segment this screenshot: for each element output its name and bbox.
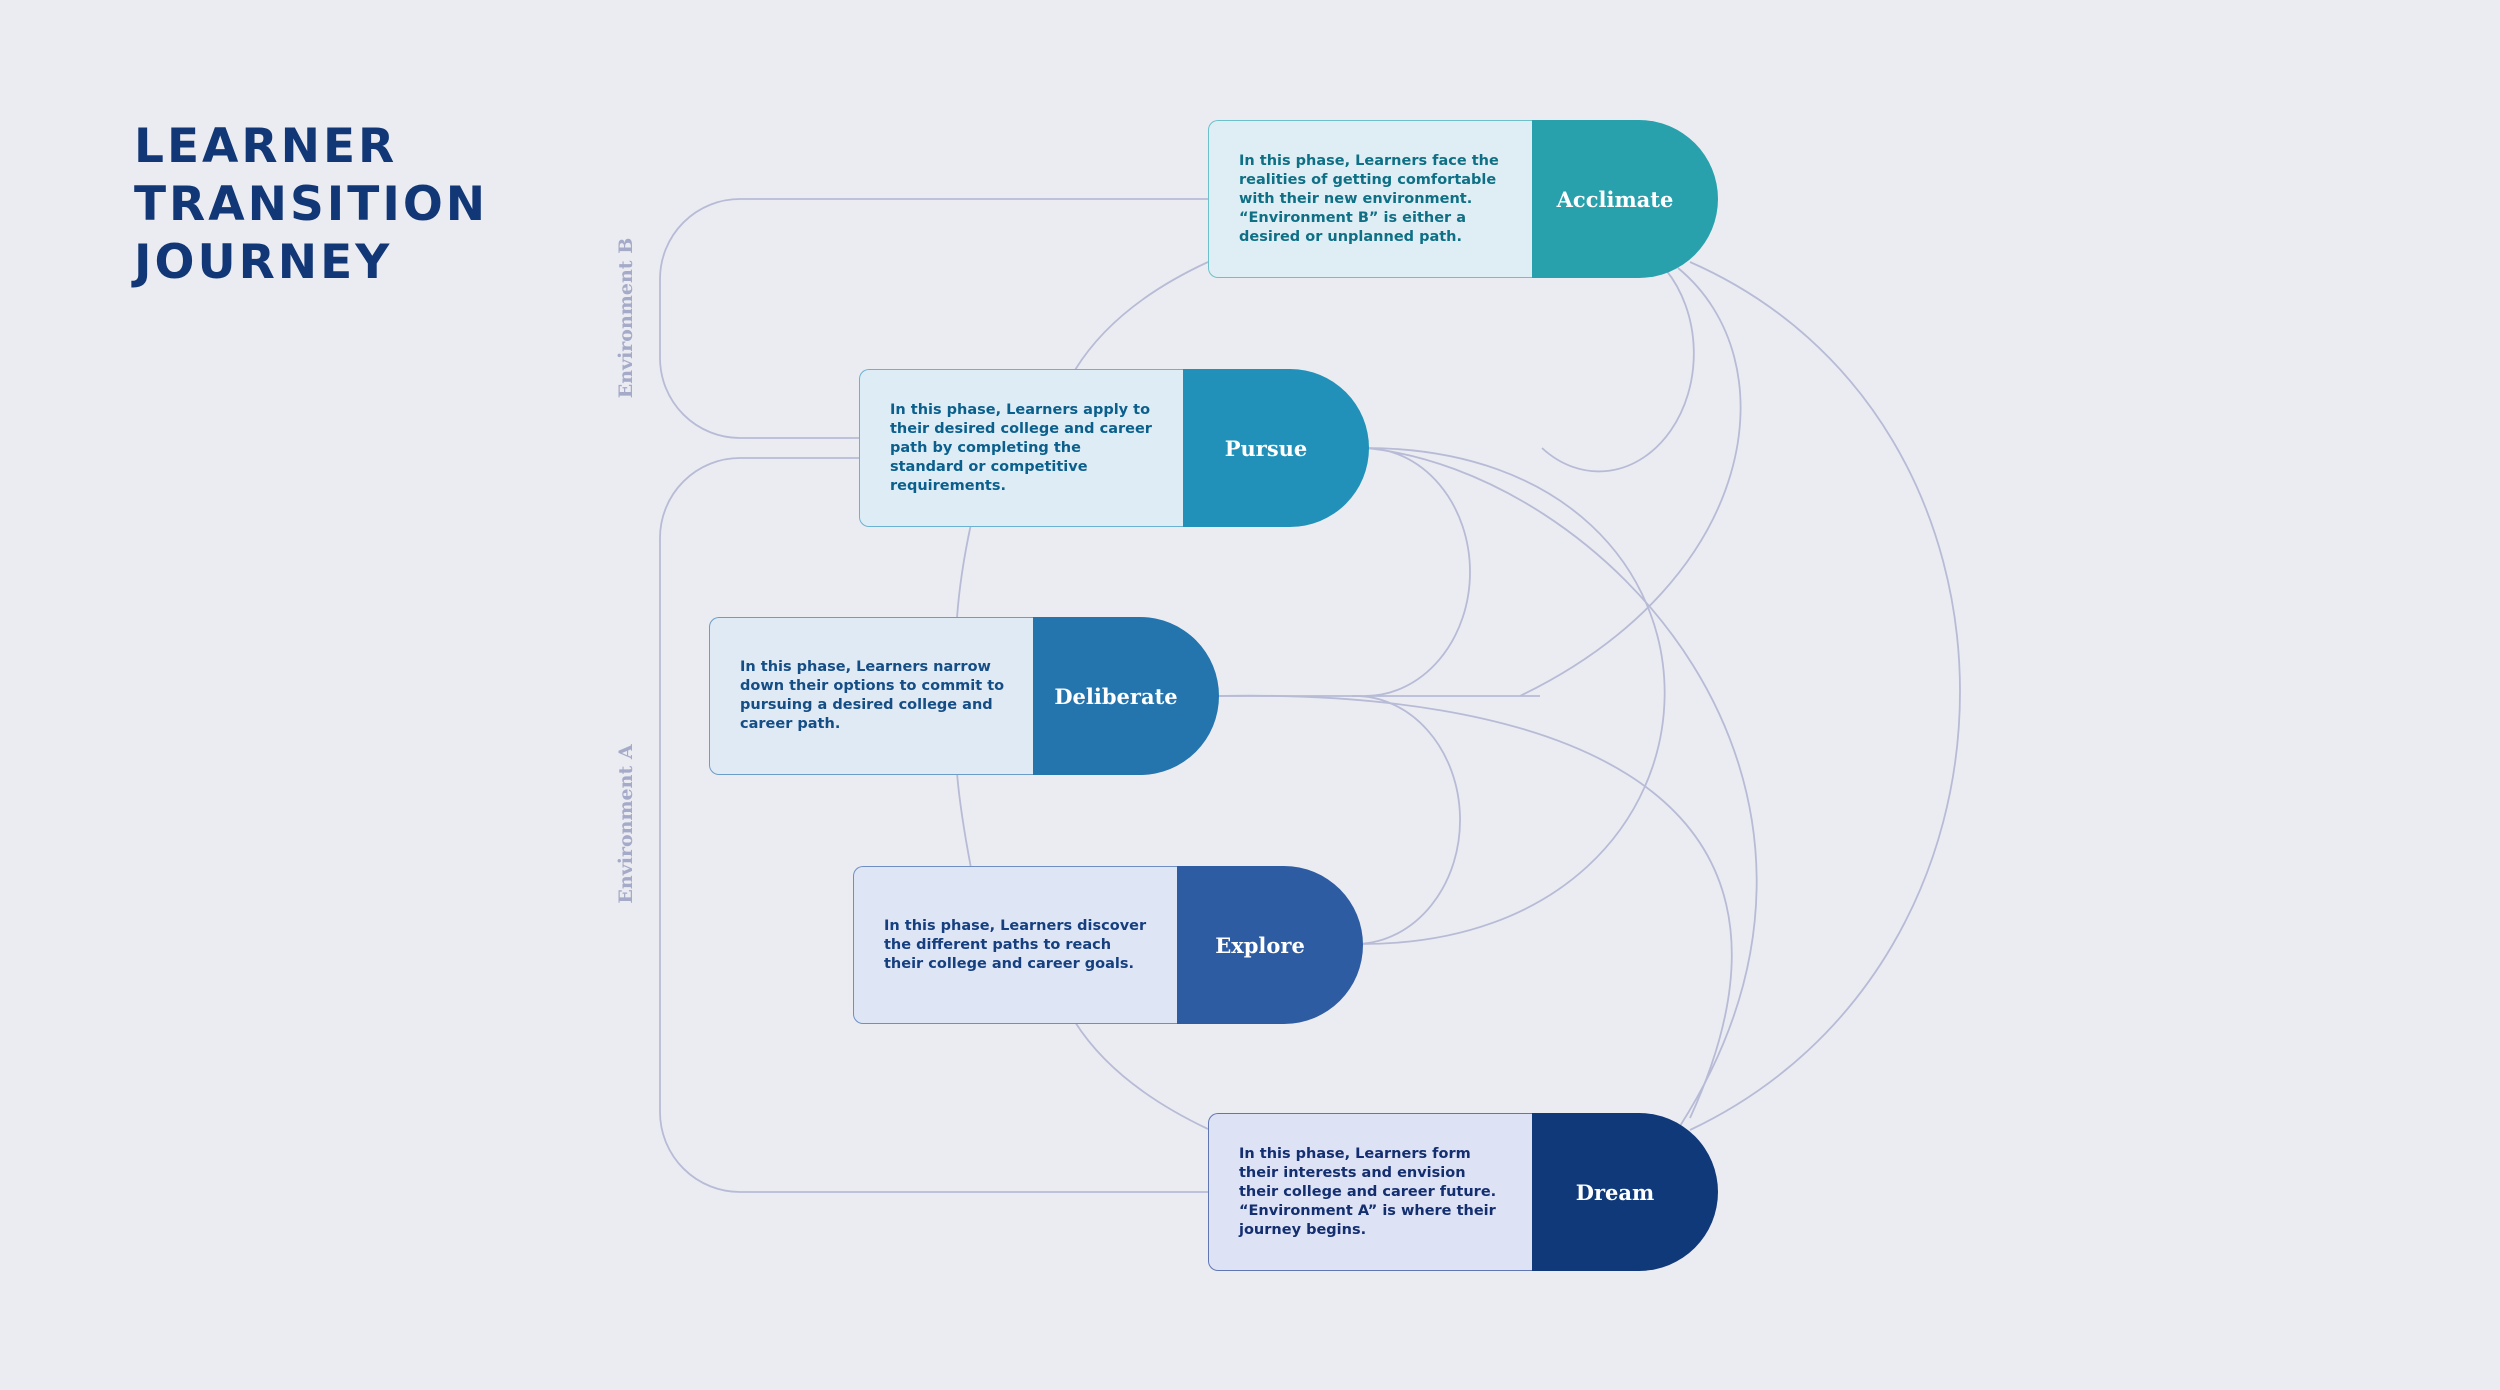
environment-a-bracket	[659, 457, 1208, 1193]
curve-acclimate-deliberate	[1519, 267, 1742, 697]
phase-pursue-description: In this phase, Learners apply to their d…	[859, 369, 1183, 527]
phase-dream-description: In this phase, Learners form their inter…	[1208, 1113, 1532, 1271]
curve-pursue-dream	[1364, 447, 1758, 1127]
phase-dream-label: Dream	[1532, 1113, 1718, 1271]
phase-deliberate-description: In this phase, Learners narrow down thei…	[709, 617, 1033, 775]
environment-b-bracket	[659, 198, 1208, 439]
left-arc-top	[1074, 261, 1209, 371]
left-arc-bottom	[1074, 1021, 1209, 1130]
phase-pursue-label: Pursue	[1183, 369, 1369, 527]
phase-explore-description: In this phase, Learners discover the dif…	[853, 866, 1177, 1024]
phase-pursue: In this phase, Learners apply to their d…	[859, 369, 1369, 527]
environment-b-label: Environment B	[615, 237, 637, 399]
left-arc-lower	[956, 772, 972, 869]
phase-deliberate-label: Deliberate	[1033, 617, 1219, 775]
title-line-1: LEARNER	[134, 119, 398, 174]
curve-acclimate-dream	[1689, 261, 1961, 1131]
curve-pursue-explore	[1361, 447, 1666, 945]
loop-deliberate-explore	[1351, 695, 1461, 945]
environment-a-label: Environment A	[615, 744, 637, 904]
phase-acclimate-description: In this phase, Learners face the realiti…	[1208, 120, 1532, 278]
phase-acclimate: In this phase, Learners face the realiti…	[1208, 120, 1718, 278]
loop-pursue-deliberate	[1364, 447, 1471, 697]
phase-dream: In this phase, Learners form their inter…	[1208, 1113, 1718, 1271]
phase-acclimate-label: Acclimate	[1532, 120, 1718, 278]
loop-acclimate-pursue	[1541, 269, 1695, 473]
curve-deliberate-dream	[1217, 694, 1733, 1119]
page-title: LEARNER TRANSITION JOURNEY	[134, 118, 488, 292]
phase-explore-label: Explore	[1177, 866, 1363, 1024]
title-line-3: JOURNEY	[134, 235, 393, 290]
phase-explore: In this phase, Learners discover the dif…	[853, 866, 1363, 1024]
title-line-2: TRANSITION	[134, 177, 489, 232]
phase-deliberate: In this phase, Learners narrow down thei…	[709, 617, 1219, 775]
left-arc-upper	[956, 523, 972, 619]
